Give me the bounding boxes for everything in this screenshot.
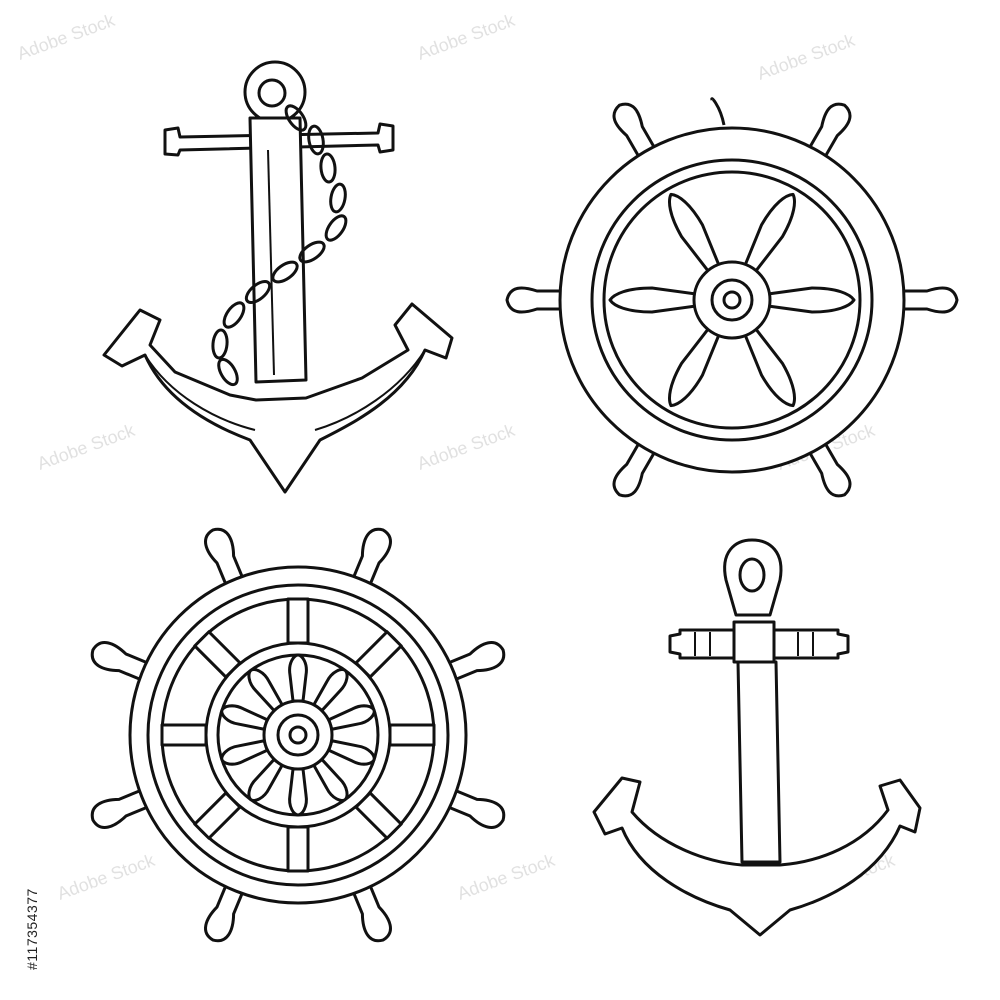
svg-text:Adobe Stock: Adobe Stock (415, 10, 519, 64)
svg-text:Adobe Stock: Adobe Stock (455, 850, 559, 904)
svg-text:Adobe Stock: Adobe Stock (15, 10, 119, 64)
anchor-icon (592, 538, 922, 937)
wheel-handles (505, 97, 959, 498)
ornate-wheel-spokes (220, 653, 376, 817)
ornate-wheel-handles (90, 527, 506, 943)
svg-text:Adobe Stock: Adobe Stock (55, 850, 159, 904)
svg-text:Adobe Stock: Adobe Stock (755, 30, 859, 84)
chain (211, 104, 348, 387)
stock-id-label: #117354377 (4, 770, 40, 970)
stock-id-text: #117354377 (24, 888, 40, 970)
ornate-wheel-blocks (160, 597, 436, 873)
ornate-ship-wheel-icon (90, 527, 506, 943)
wheel-spokes (608, 192, 856, 408)
svg-text:Adobe Stock: Adobe Stock (415, 420, 519, 474)
ship-wheel-icon (505, 97, 959, 498)
svg-text:Adobe Stock: Adobe Stock (35, 420, 139, 474)
anchor-chain-icon (102, 60, 454, 494)
